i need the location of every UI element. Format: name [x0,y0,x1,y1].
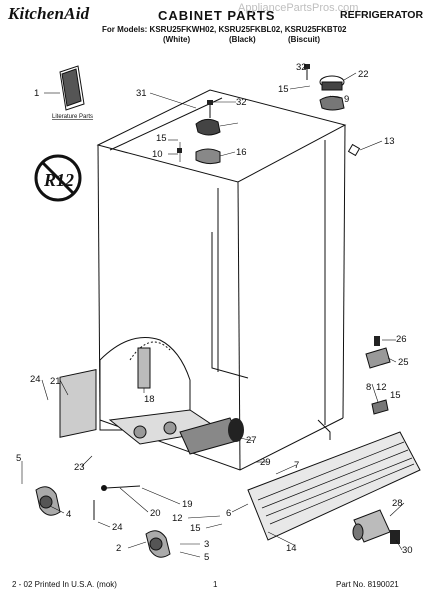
callout-3: 3 [204,539,209,550]
leader-lines [21,72,405,558]
callout-32-top: 32 [296,62,307,73]
front-roller-right [145,530,171,558]
color-biscuit-label: (Biscuit) [288,35,320,44]
callout-4: 4 [66,509,71,520]
color-white-label: (White) [163,35,191,44]
callout-20: 20 [150,508,161,519]
callout-15-bottom: 15 [190,523,201,534]
callout-14: 14 [286,543,297,554]
callout-22: 22 [358,69,369,80]
callout-5-left: 5 [16,453,21,464]
category-label: REFRIGERATOR [340,9,424,21]
callout-2: 2 [116,543,121,554]
callout-5-bottom: 5 [204,552,209,563]
callout-23: 23 [74,462,85,473]
callout-12-right: 12 [376,382,387,393]
page-number: 1 [213,580,218,589]
literature-booklet: Literature Parts [52,65,93,120]
center-hinge-assembly [177,100,221,165]
r12-symbol: R12 [34,154,82,202]
water-filter-cartridge [352,509,400,544]
top-hinge-assembly [304,64,345,111]
r12-text: R12 [43,170,74,190]
brand-logo: KitchenAid [8,4,90,23]
callout-7: 7 [294,460,299,471]
literature-label: Literature Parts [52,114,93,120]
model-list: For Models: KSRU25FKWH02, KSRU25FKBL02, … [102,25,347,34]
callout-18: 18 [144,394,155,405]
callout-numbers: 1 31 32 22 15 9 32 15 10 16 13 26 25 24 … [16,62,413,563]
callout-19: 19 [182,499,193,510]
callout-6: 6 [226,508,231,519]
callout-21: 21 [50,376,61,387]
callout-24-bottom: 24 [112,522,123,533]
callout-26: 26 [396,334,407,345]
part-number: Part No. 8190021 [336,580,399,589]
color-black-label: (Black) [229,35,256,44]
callout-9: 9 [344,94,349,105]
watermark: AppliancePartsPros.com [238,2,359,14]
condenser-tube [179,417,244,455]
callout-13: 13 [384,136,395,147]
callout-15-right: 15 [390,390,401,401]
callout-31: 31 [136,88,147,99]
print-info: 2 - 02 Printed In U.S.A. (mok) [12,580,117,589]
callout-32-mid: 32 [236,97,247,108]
callout-8: 8 [366,382,371,393]
callout-1: 1 [34,88,39,99]
callout-29: 29 [260,457,271,468]
callout-15-top: 15 [278,84,289,95]
machine-compartment [59,337,222,445]
lower-hinge-bracket [365,336,391,415]
callout-12-bottom: 12 [172,513,183,524]
page-title: CABINET PARTS [158,8,276,23]
callout-15-mid: 15 [156,133,167,144]
callout-25: 25 [398,357,409,368]
callout-30: 30 [402,545,413,556]
callout-16: 16 [236,147,247,158]
cabinet-body [96,89,347,471]
grille-kickplate [247,431,421,541]
callout-10: 10 [152,149,163,160]
callout-24-left: 24 [30,374,41,385]
callout-27: 27 [246,435,257,446]
front-roller-left [35,486,61,516]
callout-28: 28 [392,498,403,509]
